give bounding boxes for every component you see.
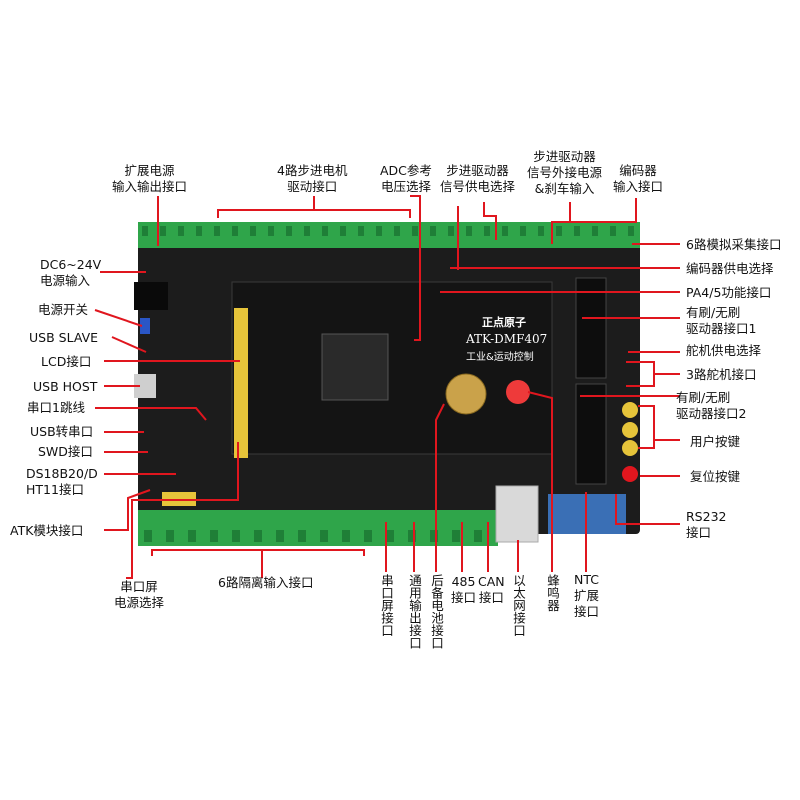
top-terminal-strip [138, 222, 640, 248]
label-ntc: NTC 扩展 接口 [574, 572, 600, 619]
buzzer [506, 380, 530, 404]
label-lcd: LCD接口 [41, 354, 92, 369]
label-servo3: 3路舵机接口 [686, 367, 757, 382]
reset-key [622, 466, 638, 482]
power-switch-body [140, 318, 150, 334]
bottom-terminal-strip [138, 510, 498, 546]
board-model: ATK-DMF407 [466, 332, 548, 346]
callout-lines [94, 195, 680, 579]
label-usb-slave: USB SLAVE [29, 330, 99, 345]
mcu-chip [321, 333, 389, 401]
pcb-inner-area [231, 281, 553, 455]
user-key-3 [622, 440, 638, 456]
label-rs232: RS232 接口 [686, 509, 727, 540]
label-buzzer: 蜂鸣器 [545, 574, 560, 612]
label-encoder-input: 编码器 输入接口 [613, 163, 664, 194]
label-analog6: 6路模拟采集接口 [686, 237, 782, 252]
label-backup-battery: 后备电池接口 [429, 574, 444, 649]
label-stepper-drive: 4路步进电机 驱动接口 [277, 163, 348, 194]
label-gpio-out: 通用输出接口 [407, 574, 422, 649]
ethernet-port [495, 485, 539, 543]
lcd-header [234, 308, 248, 458]
label-usb-uart: USB转串口 [30, 424, 94, 439]
label-can: CAN 接口 [478, 574, 505, 605]
label-485: 485 接口 [451, 574, 477, 605]
motor-header-2 [575, 383, 607, 485]
label-atk-module: ATK模块接口 [10, 523, 84, 538]
label-encoder-power: 编码器供电选择 [686, 261, 774, 276]
label-uart-screen-power: 串口屏 电源选择 [114, 579, 165, 610]
label-adc-ref: ADC参考 电压选择 [380, 163, 432, 194]
label-user-keys: 用户按键 [690, 434, 741, 449]
motor-header-1 [575, 277, 607, 379]
label-dc-input: DC6~24V 电源输入 [40, 257, 102, 288]
label-ethernet: 以太网接口 [511, 574, 526, 637]
usb-host-port [134, 374, 156, 398]
label-motor-if1: 有刷/无刷 驱动器接口1 [686, 305, 757, 336]
label-swd: SWD接口 [38, 444, 93, 459]
label-stepper-ext: 步进驱动器 信号外接电源 &刹车输入 [527, 149, 603, 196]
label-pa45: PA4/5功能接口 [686, 285, 772, 300]
board-brand: 正点原子 [482, 316, 526, 329]
dc-jack [134, 282, 168, 310]
label-iso6: 6路隔离输入接口 [218, 575, 314, 590]
label-power-switch: 电源开关 [38, 302, 89, 317]
label-motor-if2: 有刷/无刷 驱动器接口2 [676, 390, 747, 421]
label-reset-key: 复位按键 [690, 469, 741, 484]
label-servo-power: 舵机供电选择 [686, 343, 762, 358]
backup-battery [445, 373, 487, 415]
label-stepper-power: 步进驱动器 信号供电选择 [440, 163, 516, 194]
label-uart1-jumper: 串口1跳线 [27, 400, 85, 415]
user-key-2 [622, 422, 638, 438]
label-ext-power: 扩展电源 输入输出接口 [112, 163, 188, 194]
board-subtitle: 工业&运动控制 [466, 352, 534, 363]
label-uart-screen: 串口屏接口 [379, 574, 394, 637]
user-key-1 [622, 402, 638, 418]
label-ds18b20: DS18B20/D HT11接口 [26, 466, 98, 497]
label-usb-host: USB HOST [33, 379, 98, 394]
